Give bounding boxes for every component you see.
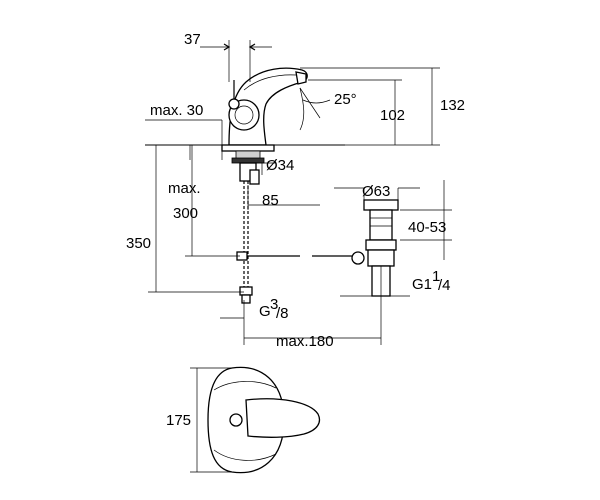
dim-max-180: max.180 — [276, 333, 334, 350]
dim-85: 85 — [262, 192, 279, 209]
dim-40-53: 40-53 — [408, 219, 446, 236]
dim-g-3-8: G 3 /8 — [259, 296, 289, 322]
dim-max-30: max. 30 — [150, 102, 203, 119]
dim-132: 132 — [440, 97, 465, 114]
dim-diameter-63: Ø63 — [362, 183, 390, 200]
faucet-top-view — [207, 366, 321, 474]
dim-max: max. — [168, 180, 201, 197]
dimension-lines: 37 max. 30 25° 102 132 Ø34 max. 300 350 … — [126, 31, 465, 473]
dim-g1-sup: 1 — [432, 268, 440, 285]
dim-g1-1-4: G1 1 /4 — [412, 268, 451, 294]
dim-g-sup: 3 — [270, 296, 278, 313]
dim-300: 300 — [173, 205, 198, 222]
dim-g-main: G — [259, 303, 271, 320]
dim-angle-25: 25° — [334, 91, 357, 108]
dim-g-sub: /8 — [276, 305, 289, 322]
dim-g1-sub: /4 — [438, 277, 451, 294]
waste-fitting — [351, 199, 399, 297]
dim-175: 175 — [166, 412, 191, 429]
dim-350: 350 — [126, 235, 151, 252]
dim-37: 37 — [184, 31, 201, 48]
dim-diameter-34: Ø34 — [266, 157, 294, 174]
dim-g1-main: G1 — [412, 276, 432, 293]
faucet-side-view — [145, 67, 356, 304]
dim-102: 102 — [380, 107, 405, 124]
